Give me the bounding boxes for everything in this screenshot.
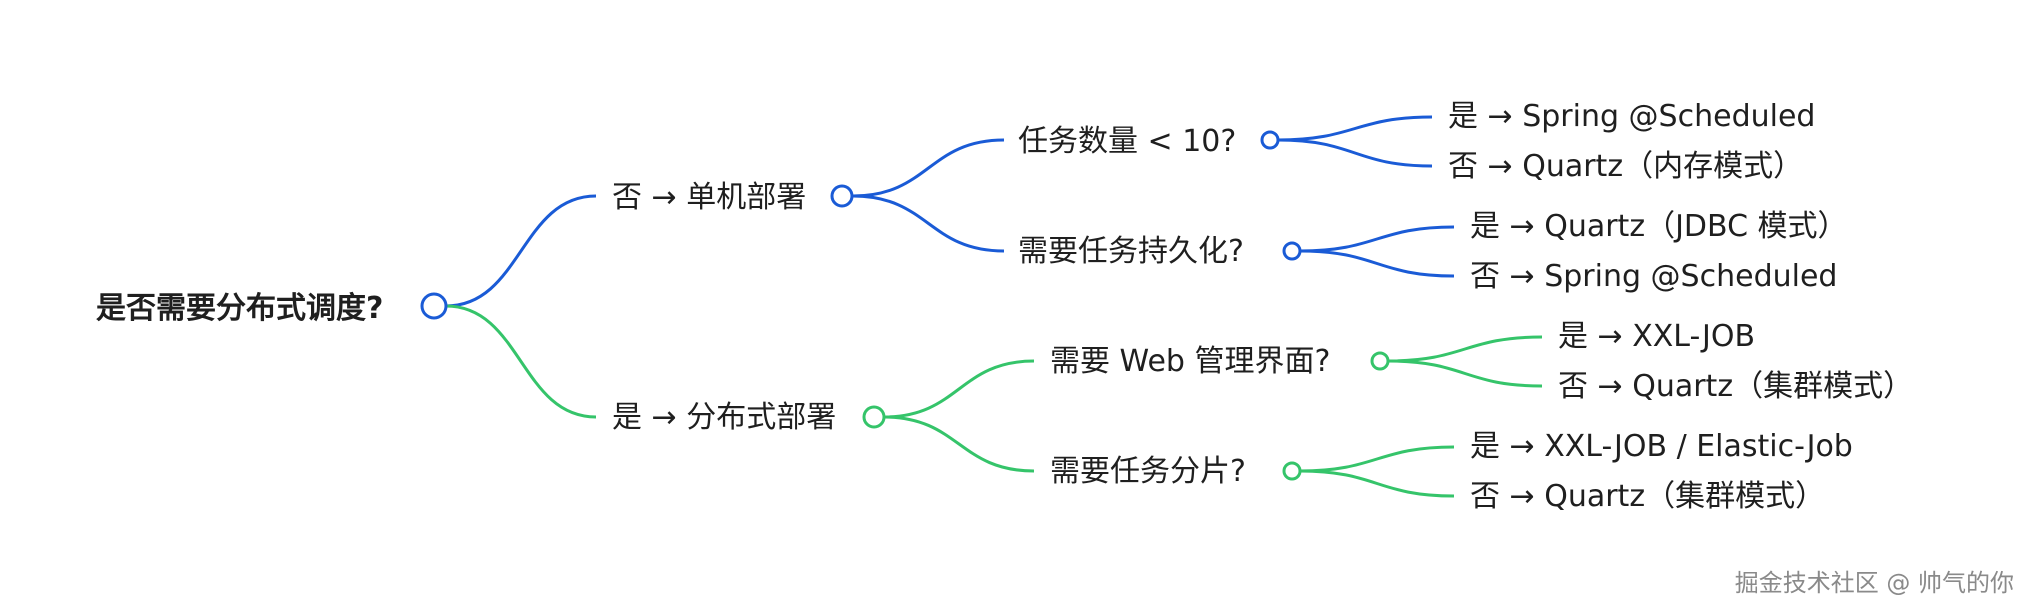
- root-collapse-circle[interactable]: [420, 292, 448, 320]
- edge-yes-to-web-ui: [883, 359, 1035, 419]
- root-node-label: 是否需要分布式调度?: [96, 291, 384, 326]
- branch-yes-label: 是 → 分布式部署: [612, 400, 837, 435]
- edge-root-to-no: [445, 194, 597, 308]
- question-sharding-label: 需要任务分片?: [1050, 454, 1246, 489]
- question-web-ui-label: 需要 Web 管理界面?: [1050, 344, 1331, 379]
- edge-task-count-to-yes: [1277, 115, 1433, 142]
- edge-sharding-to-no: [1299, 469, 1455, 498]
- task-count-collapse-circle[interactable]: [1260, 130, 1280, 150]
- edge-web-ui-to-yes: [1387, 335, 1543, 363]
- answer-sharding-no: 否 → Quartz（集群模式）: [1470, 479, 1826, 514]
- edge-root-to-yes: [445, 304, 597, 419]
- answer-persistence-no: 否 → Spring @Scheduled: [1470, 259, 1838, 294]
- branch-no-label: 否 → 单机部署: [612, 180, 807, 215]
- edge-persistence-to-no: [1299, 249, 1455, 278]
- answer-task-count-no: 否 → Quartz（内存模式）: [1448, 149, 1804, 184]
- no-branch-collapse-circle[interactable]: [830, 184, 854, 208]
- web-ui-collapse-circle[interactable]: [1370, 351, 1390, 371]
- edge-web-ui-to-no: [1387, 359, 1543, 388]
- answer-task-count-yes: 是 → Spring @Scheduled: [1448, 99, 1816, 134]
- answer-persistence-yes: 是 → Quartz（JDBC 模式）: [1470, 209, 1848, 244]
- watermark: 掘金技术社区 @ 帅气的你: [1734, 569, 2014, 597]
- edge-persistence-to-yes: [1299, 225, 1455, 253]
- edge-task-count-to-no: [1277, 138, 1433, 168]
- question-persistence-label: 需要任务持久化?: [1018, 234, 1244, 269]
- yes-branch-collapse-circle[interactable]: [862, 405, 886, 429]
- sharding-collapse-circle[interactable]: [1282, 461, 1302, 481]
- answer-sharding-yes: 是 → XXL-JOB / Elastic-Job: [1470, 429, 1853, 464]
- answer-web-ui-yes: 是 → XXL-JOB: [1558, 319, 1756, 354]
- question-task-count-label: 任务数量 < 10?: [1018, 124, 1237, 159]
- persistence-collapse-circle[interactable]: [1282, 241, 1302, 261]
- edge-yes-to-sharding: [883, 415, 1035, 473]
- answer-web-ui-no: 否 → Quartz（集群模式）: [1558, 369, 1914, 404]
- edge-no-to-task-count: [852, 138, 1005, 198]
- edge-no-to-persistence: [852, 194, 1005, 253]
- edge-sharding-to-yes: [1299, 445, 1455, 473]
